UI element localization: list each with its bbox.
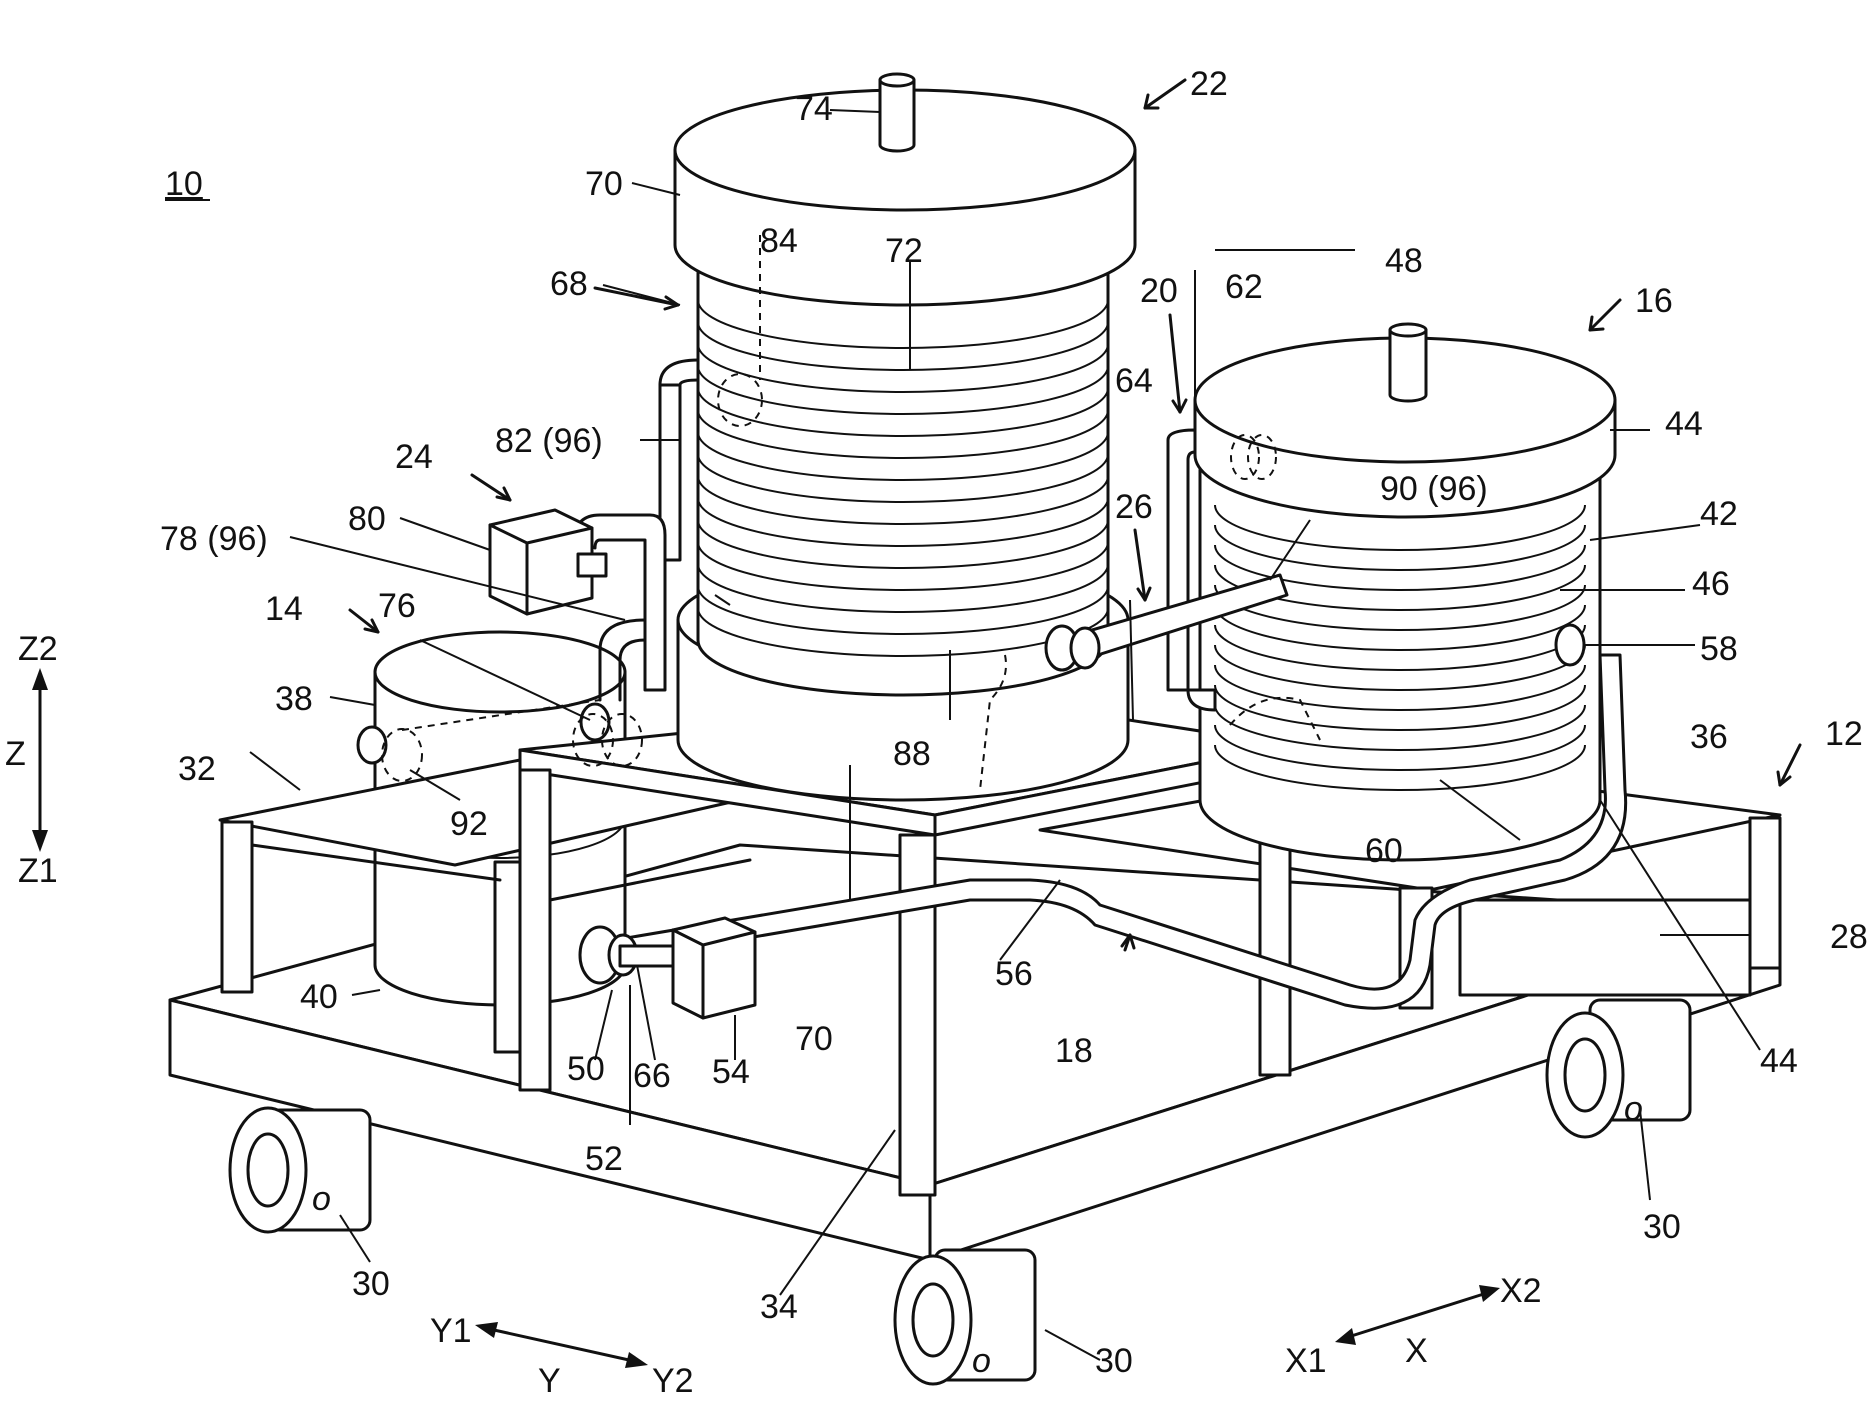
label-74: 74 — [795, 90, 833, 128]
axis-x1-label: X1 — [1285, 1342, 1327, 1380]
label-14: 14 — [265, 590, 303, 628]
label-30-right: 30 — [1643, 1208, 1681, 1246]
label-48: 48 — [1385, 242, 1423, 280]
label-20: 20 — [1140, 272, 1178, 310]
tank-22 — [675, 74, 1135, 800]
label-82: 82 (96) — [495, 422, 603, 460]
caster-right: o — [1547, 1000, 1690, 1137]
axis-x2-label: X2 — [1500, 1272, 1542, 1310]
label-90: 90 (96) — [1380, 470, 1488, 508]
label-64: 64 — [1115, 362, 1153, 400]
label-32: 32 — [178, 750, 216, 788]
label-70-top: 70 — [585, 165, 623, 203]
svg-text:o: o — [972, 1342, 991, 1380]
label-34: 34 — [760, 1288, 798, 1326]
axis-z1-label: Z1 — [18, 852, 58, 890]
label-22: 22 — [1190, 65, 1228, 103]
label-54: 54 — [712, 1053, 750, 1091]
label-38: 38 — [275, 680, 313, 718]
axis-z — [32, 668, 48, 852]
axis-y1-label: Y1 — [430, 1312, 472, 1350]
label-46: 46 — [1692, 565, 1730, 603]
label-52: 52 — [585, 1140, 623, 1178]
label-84: 84 — [760, 222, 798, 260]
label-78: 78 (96) — [160, 520, 268, 558]
label-16: 16 — [1635, 282, 1673, 320]
label-56: 56 — [995, 955, 1033, 993]
label-42: 42 — [1700, 495, 1738, 533]
label-30-left: 30 — [352, 1265, 390, 1303]
label-58: 58 — [1700, 630, 1738, 668]
axis-z-label: Z — [5, 735, 26, 773]
label-68: 68 — [550, 265, 588, 303]
label-76: 76 — [378, 587, 416, 625]
label-66: 66 — [633, 1057, 671, 1095]
label-72: 72 — [885, 232, 923, 270]
label-62: 62 — [1225, 268, 1263, 306]
label-12: 12 — [1825, 715, 1863, 753]
label-24: 24 — [395, 438, 433, 476]
svg-text:o: o — [312, 1180, 331, 1218]
label-88: 88 — [893, 735, 931, 773]
label-30-front: 30 — [1095, 1342, 1133, 1380]
label-28: 28 — [1830, 918, 1868, 956]
label-60: 60 — [1365, 832, 1403, 870]
axis-x-label: X — [1405, 1332, 1428, 1370]
axis-y — [475, 1322, 648, 1368]
label-40: 40 — [300, 978, 338, 1016]
label-70-bottom: 70 — [795, 1020, 833, 1058]
label-ref-main: 10 — [165, 165, 203, 203]
axis-z2-label: Z2 — [18, 630, 58, 668]
axis-y2-label: Y2 — [652, 1362, 694, 1400]
caster-left: o — [230, 1108, 370, 1232]
label-80: 80 — [348, 500, 386, 538]
label-18: 18 — [1055, 1032, 1093, 1070]
label-44-tank: 44 — [1760, 1042, 1798, 1080]
label-26: 26 — [1115, 488, 1153, 526]
label-36: 36 — [1690, 718, 1728, 756]
axis-y-label: Y — [538, 1362, 561, 1400]
label-44-lid: 44 — [1665, 405, 1703, 443]
caster-front: o — [895, 1250, 1035, 1384]
svg-text:o: o — [1624, 1090, 1643, 1128]
valve-80 — [490, 510, 606, 614]
label-50: 50 — [567, 1050, 605, 1088]
label-92: 92 — [450, 805, 488, 843]
